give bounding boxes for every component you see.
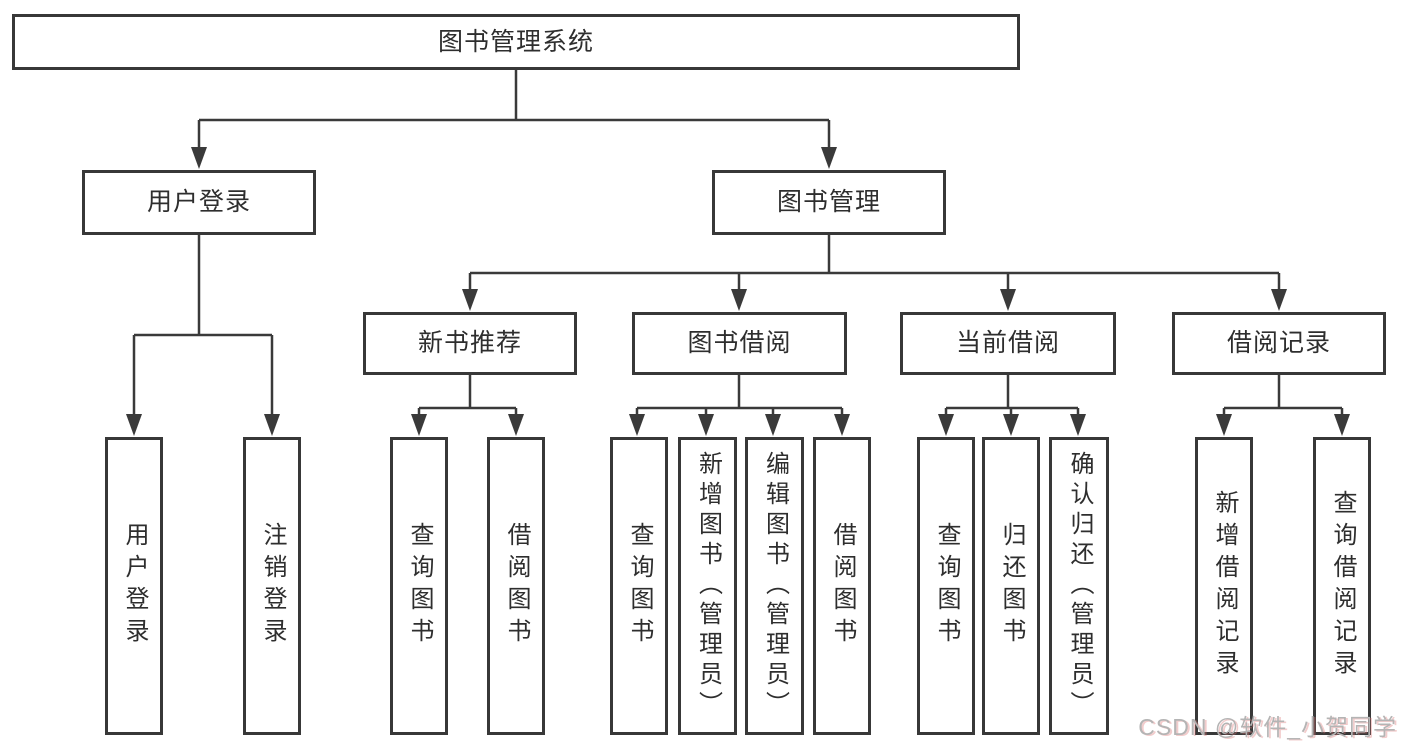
- node-book-borrowing: 图书借阅: [632, 312, 847, 375]
- node-label: 确认归还（管理员）: [1066, 451, 1093, 721]
- node-leaf-user-login: 用户登录: [105, 437, 163, 735]
- node-label: 新书推荐: [417, 329, 522, 357]
- node-user-login-branch: 用户登录: [82, 170, 316, 235]
- node-label: 查询图书: [406, 522, 433, 650]
- node-leaf-query-book-recommend: 查询图书: [390, 437, 448, 735]
- node-label: 新增图书（管理员）: [694, 451, 722, 721]
- node-leaf-borrow-book: 借阅图书: [813, 437, 871, 735]
- node-current-borrowing: 当前借阅: [900, 312, 1116, 375]
- node-root-system: 图书管理系统: [12, 14, 1020, 70]
- node-label: 查询借阅记录: [1329, 490, 1356, 682]
- node-leaf-query-book-current: 查询图书: [917, 437, 975, 735]
- node-leaf-logout: 注销登录: [243, 437, 301, 735]
- node-label: 用户登录: [121, 522, 148, 650]
- node-label: 图书借阅: [687, 329, 792, 357]
- arrowhead-icons: [126, 147, 1350, 436]
- node-label: 查询图书: [933, 522, 960, 650]
- node-label: 当前借阅: [955, 329, 1060, 357]
- node-leaf-borrow-book-recommend: 借阅图书: [487, 437, 545, 735]
- node-leaf-return-book: 归还图书: [982, 437, 1040, 735]
- node-leaf-add-borrow-record: 新增借阅记录: [1195, 437, 1253, 735]
- node-leaf-confirm-return-admin: 确认归还（管理员）: [1049, 437, 1109, 735]
- node-label: 借阅图书: [829, 522, 856, 650]
- node-root-label: 图书管理系统: [437, 27, 594, 56]
- node-label: 编辑图书（管理员）: [761, 451, 789, 721]
- node-label: 用户登录: [146, 188, 251, 216]
- edge-lines: [132, 70, 1344, 418]
- node-leaf-edit-book-admin: 编辑图书（管理员）: [745, 437, 804, 735]
- node-label: 借阅图书: [503, 522, 530, 650]
- node-label: 图书管理: [776, 188, 881, 216]
- node-label: 注销登录: [259, 522, 286, 650]
- node-leaf-query-book-borrowing: 查询图书: [610, 437, 668, 735]
- node-label: 借阅记录: [1226, 329, 1331, 357]
- node-label: 新增借阅记录: [1211, 490, 1238, 682]
- node-new-book-recommend: 新书推荐: [363, 312, 577, 375]
- node-borrowing-records: 借阅记录: [1172, 312, 1386, 375]
- node-label: 归还图书: [998, 522, 1025, 650]
- node-leaf-add-book-admin: 新增图书（管理员）: [678, 437, 737, 735]
- node-label: 查询图书: [626, 522, 653, 650]
- node-book-management-branch: 图书管理: [712, 170, 946, 235]
- node-leaf-query-borrow-record: 查询借阅记录: [1313, 437, 1371, 735]
- csdn-watermark: CSDN @软件_小贺同学: [1138, 714, 1397, 740]
